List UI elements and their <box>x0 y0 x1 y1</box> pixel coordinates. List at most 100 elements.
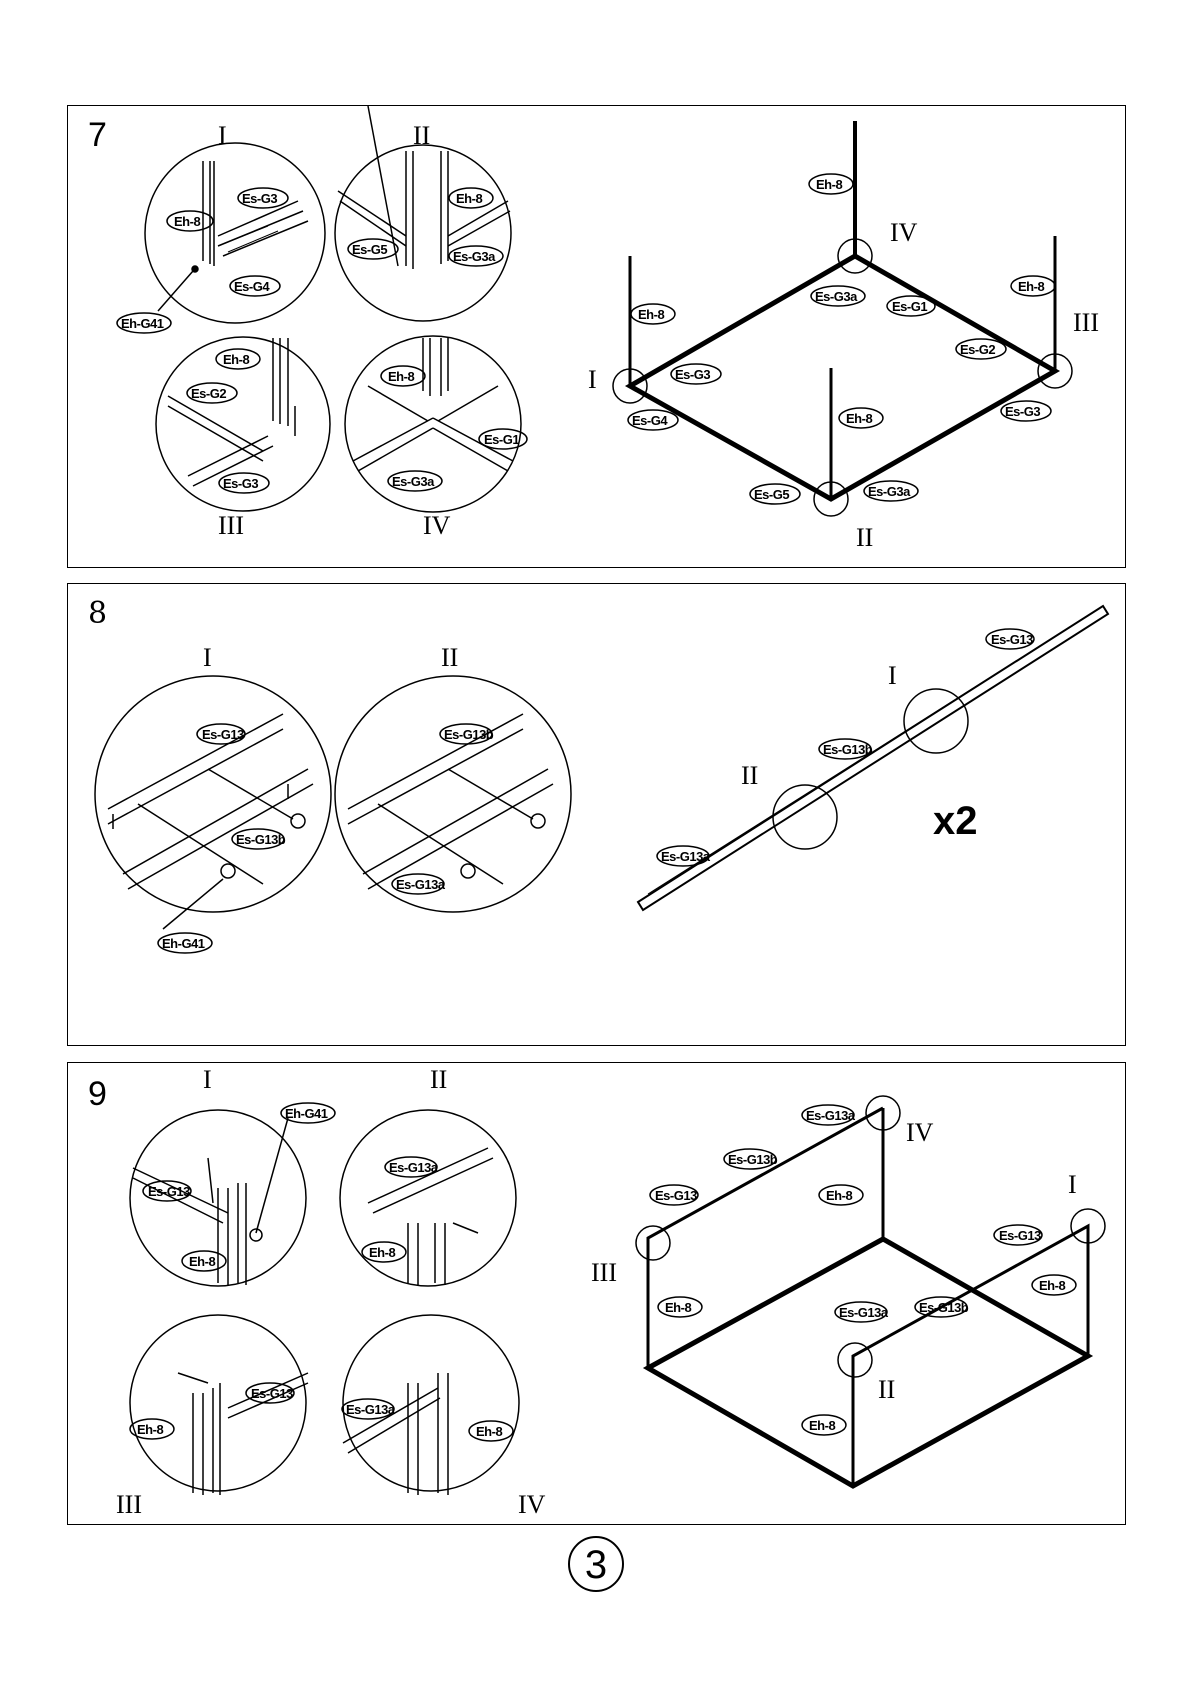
detail-9-II: II Es-G13a Eh-8 <box>339 1065 517 1287</box>
detail-label: IV <box>423 511 451 540</box>
svg-text:Es-G13a: Es-G13a <box>396 877 446 892</box>
svg-text:Eh-8: Eh-8 <box>816 177 842 192</box>
part-label: Eh-G41 Es-G13 Eh-8 <box>142 1102 336 1272</box>
step-8-drawing: I Es-G13 Es-G13b Eh-G41 II Es-G13b Es-G1… <box>94 604 1110 954</box>
page-number: 3 <box>568 1536 624 1592</box>
detail-label: IV <box>890 218 918 247</box>
main-8-rail: I II x2 Es-G13 Es-G13b Es-G13a <box>636 604 1110 912</box>
part-label: Es-G13b Es-G13a <box>391 723 494 895</box>
detail-label: I <box>588 365 597 394</box>
svg-text:Es-G1: Es-G1 <box>484 432 519 447</box>
svg-text:Es-G5: Es-G5 <box>352 242 387 257</box>
detail-label: III <box>218 511 244 540</box>
svg-text:Es-G3a: Es-G3a <box>815 289 858 304</box>
svg-text:Es-G3: Es-G3 <box>675 367 710 382</box>
svg-text:Es-G3a: Es-G3a <box>392 474 435 489</box>
detail-label: I <box>203 1065 212 1094</box>
svg-text:Es-G13: Es-G13 <box>202 727 244 742</box>
step-8-panel: 8 I Es-G13 Es-G13b Eh-G41 II <box>67 583 1126 1046</box>
svg-text:Es-G2: Es-G2 <box>191 386 226 401</box>
svg-text:Eh-8: Eh-8 <box>1039 1278 1065 1293</box>
part-label: Eh-8 Es-G2 Es-G3 <box>186 348 270 494</box>
main-7-frame: IV I III II Eh-8 Es-G3a Es-G1 Eh-8 Eh-8 … <box>588 121 1099 552</box>
part-label: Es-G13a Es-G13b Es-G13 Eh-8 Es-G13 Eh-8 … <box>649 1104 1077 1436</box>
part-label: Es-G13a Eh-8 <box>361 1156 439 1263</box>
svg-text:Eh-8: Eh-8 <box>826 1188 852 1203</box>
detail-label: I <box>1068 1170 1077 1199</box>
svg-text:Eh-8: Eh-8 <box>809 1418 835 1433</box>
svg-text:Es-G13: Es-G13 <box>148 1184 190 1199</box>
main-9-frame: IV I III II Es-G13a Es-G13b Es-G13 Eh-8 … <box>591 1095 1106 1489</box>
svg-text:Es-G3: Es-G3 <box>223 476 258 491</box>
svg-text:Eh-8: Eh-8 <box>846 411 872 426</box>
detail-7-II: II Eh-8 Es-G5 Es-G3a <box>334 106 512 322</box>
detail-9-I: I Eh-G41 Es-G13 Eh-8 <box>129 1065 336 1287</box>
svg-text:Es-G5: Es-G5 <box>754 487 789 502</box>
svg-text:Eh-G41: Eh-G41 <box>285 1106 328 1121</box>
detail-label: I <box>218 121 227 150</box>
svg-text:Eh-8: Eh-8 <box>174 214 200 229</box>
step-7-panel: 7 I Es-G3 Eh-8 Es-G4 Eh-G41 II <box>67 105 1126 568</box>
detail-label: III <box>591 1258 617 1287</box>
svg-text:Es-G13a: Es-G13a <box>806 1108 856 1123</box>
part-label: Es-G13a Eh-8 <box>341 1398 514 1442</box>
detail-label: II <box>741 761 758 790</box>
part-label: Es-G13 Eh-8 <box>129 1382 295 1440</box>
svg-text:Es-G4: Es-G4 <box>632 413 668 428</box>
detail-label: II <box>430 1065 447 1094</box>
svg-text:Eh-8: Eh-8 <box>223 352 249 367</box>
svg-text:Eh-G41: Eh-G41 <box>121 316 164 331</box>
svg-text:Es-G13b: Es-G13b <box>823 742 873 757</box>
svg-text:Eh-8: Eh-8 <box>638 307 664 322</box>
svg-text:Es-G13b: Es-G13b <box>236 832 286 847</box>
svg-text:Eh-8: Eh-8 <box>665 1300 691 1315</box>
svg-text:Es-G13b: Es-G13b <box>919 1300 969 1315</box>
svg-text:Es-G13: Es-G13 <box>991 632 1033 647</box>
part-label: Eh-8 Es-G1 Es-G3a <box>380 365 528 492</box>
svg-text:Es-G3a: Es-G3a <box>453 249 496 264</box>
part-label: Es-G13 Es-G13b Eh-G41 <box>157 723 286 954</box>
step-number: 7 <box>88 116 107 154</box>
svg-text:Eh-8: Eh-8 <box>369 1245 395 1260</box>
svg-text:Es-G3: Es-G3 <box>242 191 277 206</box>
svg-text:Es-G3: Es-G3 <box>1005 404 1040 419</box>
svg-text:Eh-G41: Eh-G41 <box>162 936 205 951</box>
svg-text:Es-G2: Es-G2 <box>960 342 995 357</box>
svg-text:Eh-8: Eh-8 <box>476 1424 502 1439</box>
detail-label: I <box>888 661 897 690</box>
detail-7-IV: IV Eh-8 Es-G1 Es-G3a <box>344 335 528 540</box>
detail-label: I <box>203 643 212 672</box>
detail-8-II: II Es-G13b Es-G13a <box>334 643 572 913</box>
svg-text:Es-G13b: Es-G13b <box>728 1152 778 1167</box>
svg-text:Eh-8: Eh-8 <box>1018 279 1044 294</box>
detail-label: IV <box>518 1490 546 1519</box>
detail-7-I: I Es-G3 Eh-8 Es-G4 Eh-G41 <box>116 121 326 334</box>
detail-label: III <box>116 1490 142 1519</box>
part-label: Es-G13 Es-G13b Es-G13a <box>656 628 1035 867</box>
svg-text:Es-G13a: Es-G13a <box>839 1305 889 1320</box>
svg-text:Es-G13b: Es-G13b <box>444 727 494 742</box>
detail-label: III <box>1073 308 1099 337</box>
detail-8-I: I Es-G13 Es-G13b Eh-G41 <box>94 643 332 954</box>
svg-text:Es-G13a: Es-G13a <box>661 849 711 864</box>
step-9-drawing: I Eh-G41 Es-G13 Eh-8 II Es-G13a Eh-8 <box>116 1065 1106 1519</box>
detail-label: II <box>413 121 430 150</box>
step-9-panel: 9 I Eh-G41 Es-G13 Eh-8 II Es-G13a Eh <box>67 1062 1126 1525</box>
svg-text:Eh-8: Eh-8 <box>189 1254 215 1269</box>
detail-9-IV: IV Es-G13a Eh-8 <box>341 1314 546 1519</box>
svg-text:Es-G3a: Es-G3a <box>868 484 911 499</box>
svg-text:Es-G4: Es-G4 <box>234 279 270 294</box>
part-label: Eh-8 Es-G5 Es-G3a <box>347 187 504 267</box>
svg-text:Eh-8: Eh-8 <box>137 1422 163 1437</box>
detail-label: II <box>856 523 873 552</box>
detail-label: II <box>441 643 458 672</box>
svg-text:Es-G13a: Es-G13a <box>389 1160 439 1175</box>
part-label: Eh-8 Es-G3a Es-G1 Eh-8 Eh-8 Es-G2 Es-G3 … <box>627 173 1056 505</box>
svg-text:Es-G13: Es-G13 <box>251 1386 293 1401</box>
svg-text:Es-G13: Es-G13 <box>655 1188 697 1203</box>
detail-7-III: III Eh-8 Es-G2 Es-G3 <box>155 336 331 540</box>
svg-text:Es-G1: Es-G1 <box>892 299 927 314</box>
detail-9-III: III Es-G13 Eh-8 <box>116 1314 309 1519</box>
svg-text:Eh-8: Eh-8 <box>388 369 414 384</box>
step-7-drawing: I Es-G3 Eh-8 Es-G4 Eh-G41 II Eh-8 Es-G5 … <box>116 106 1099 552</box>
